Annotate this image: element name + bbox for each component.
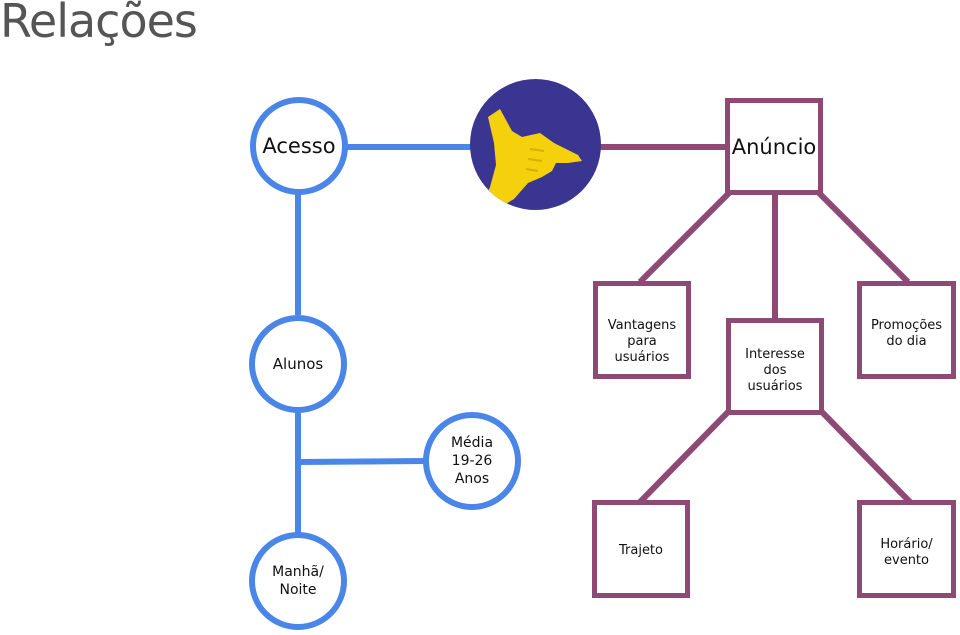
node-horario: Horário/ evento (857, 500, 956, 598)
node-vantagens-line2: para usuários (614, 334, 670, 365)
connector-anuncio-vantagens (637, 189, 733, 285)
shaka-hand-icon (480, 109, 582, 210)
node-horario-line1: Horário/ (880, 537, 933, 552)
node-interesse-line1: Interesse (745, 346, 805, 362)
node-media-line2: 19-26 (451, 453, 493, 469)
node-interesse-line3: usuários (747, 378, 803, 394)
node-manha-line1: Manhã/ (272, 564, 324, 580)
node-media-line3: Anos (454, 471, 490, 487)
node-media: Média 19-26 Anos (423, 412, 521, 510)
node-interesse-line2: dos (763, 362, 787, 378)
node-vantagens-line1: Vantagens (607, 318, 677, 333)
node-anuncio-label: Anúncio (731, 134, 817, 159)
connector-anuncio-promocoes (815, 189, 911, 285)
connector-alunos-media (297, 458, 427, 465)
node-acesso-label: Acesso (262, 134, 336, 158)
node-promocoes: Promoções do dia (857, 281, 956, 379)
emblem-circle (470, 79, 601, 210)
node-promocoes-line2: do dia (886, 334, 927, 349)
node-vantagens: Vantagens para usuários (593, 281, 691, 379)
node-manha: Manhã/ Noite (249, 532, 347, 630)
node-horario-line2: evento (884, 553, 929, 568)
node-manha-line2: Noite (279, 582, 317, 598)
node-media-line1: Média (450, 435, 494, 451)
node-alunos: Alunos (249, 315, 347, 413)
node-anuncio: Anúncio (725, 98, 823, 195)
node-promocoes-line1: Promoções (870, 318, 943, 333)
node-alunos-label: Alunos (272, 355, 324, 373)
connector-interesse-horario (817, 407, 913, 505)
node-acesso: Acesso (250, 97, 348, 195)
connector-interesse-trajeto (637, 407, 733, 505)
page-title: Relações (0, 0, 198, 48)
node-trajeto: Trajeto (592, 500, 690, 598)
node-interesse: Interesse dos usuários (726, 318, 824, 415)
node-trajeto-label: Trajeto (618, 543, 663, 558)
